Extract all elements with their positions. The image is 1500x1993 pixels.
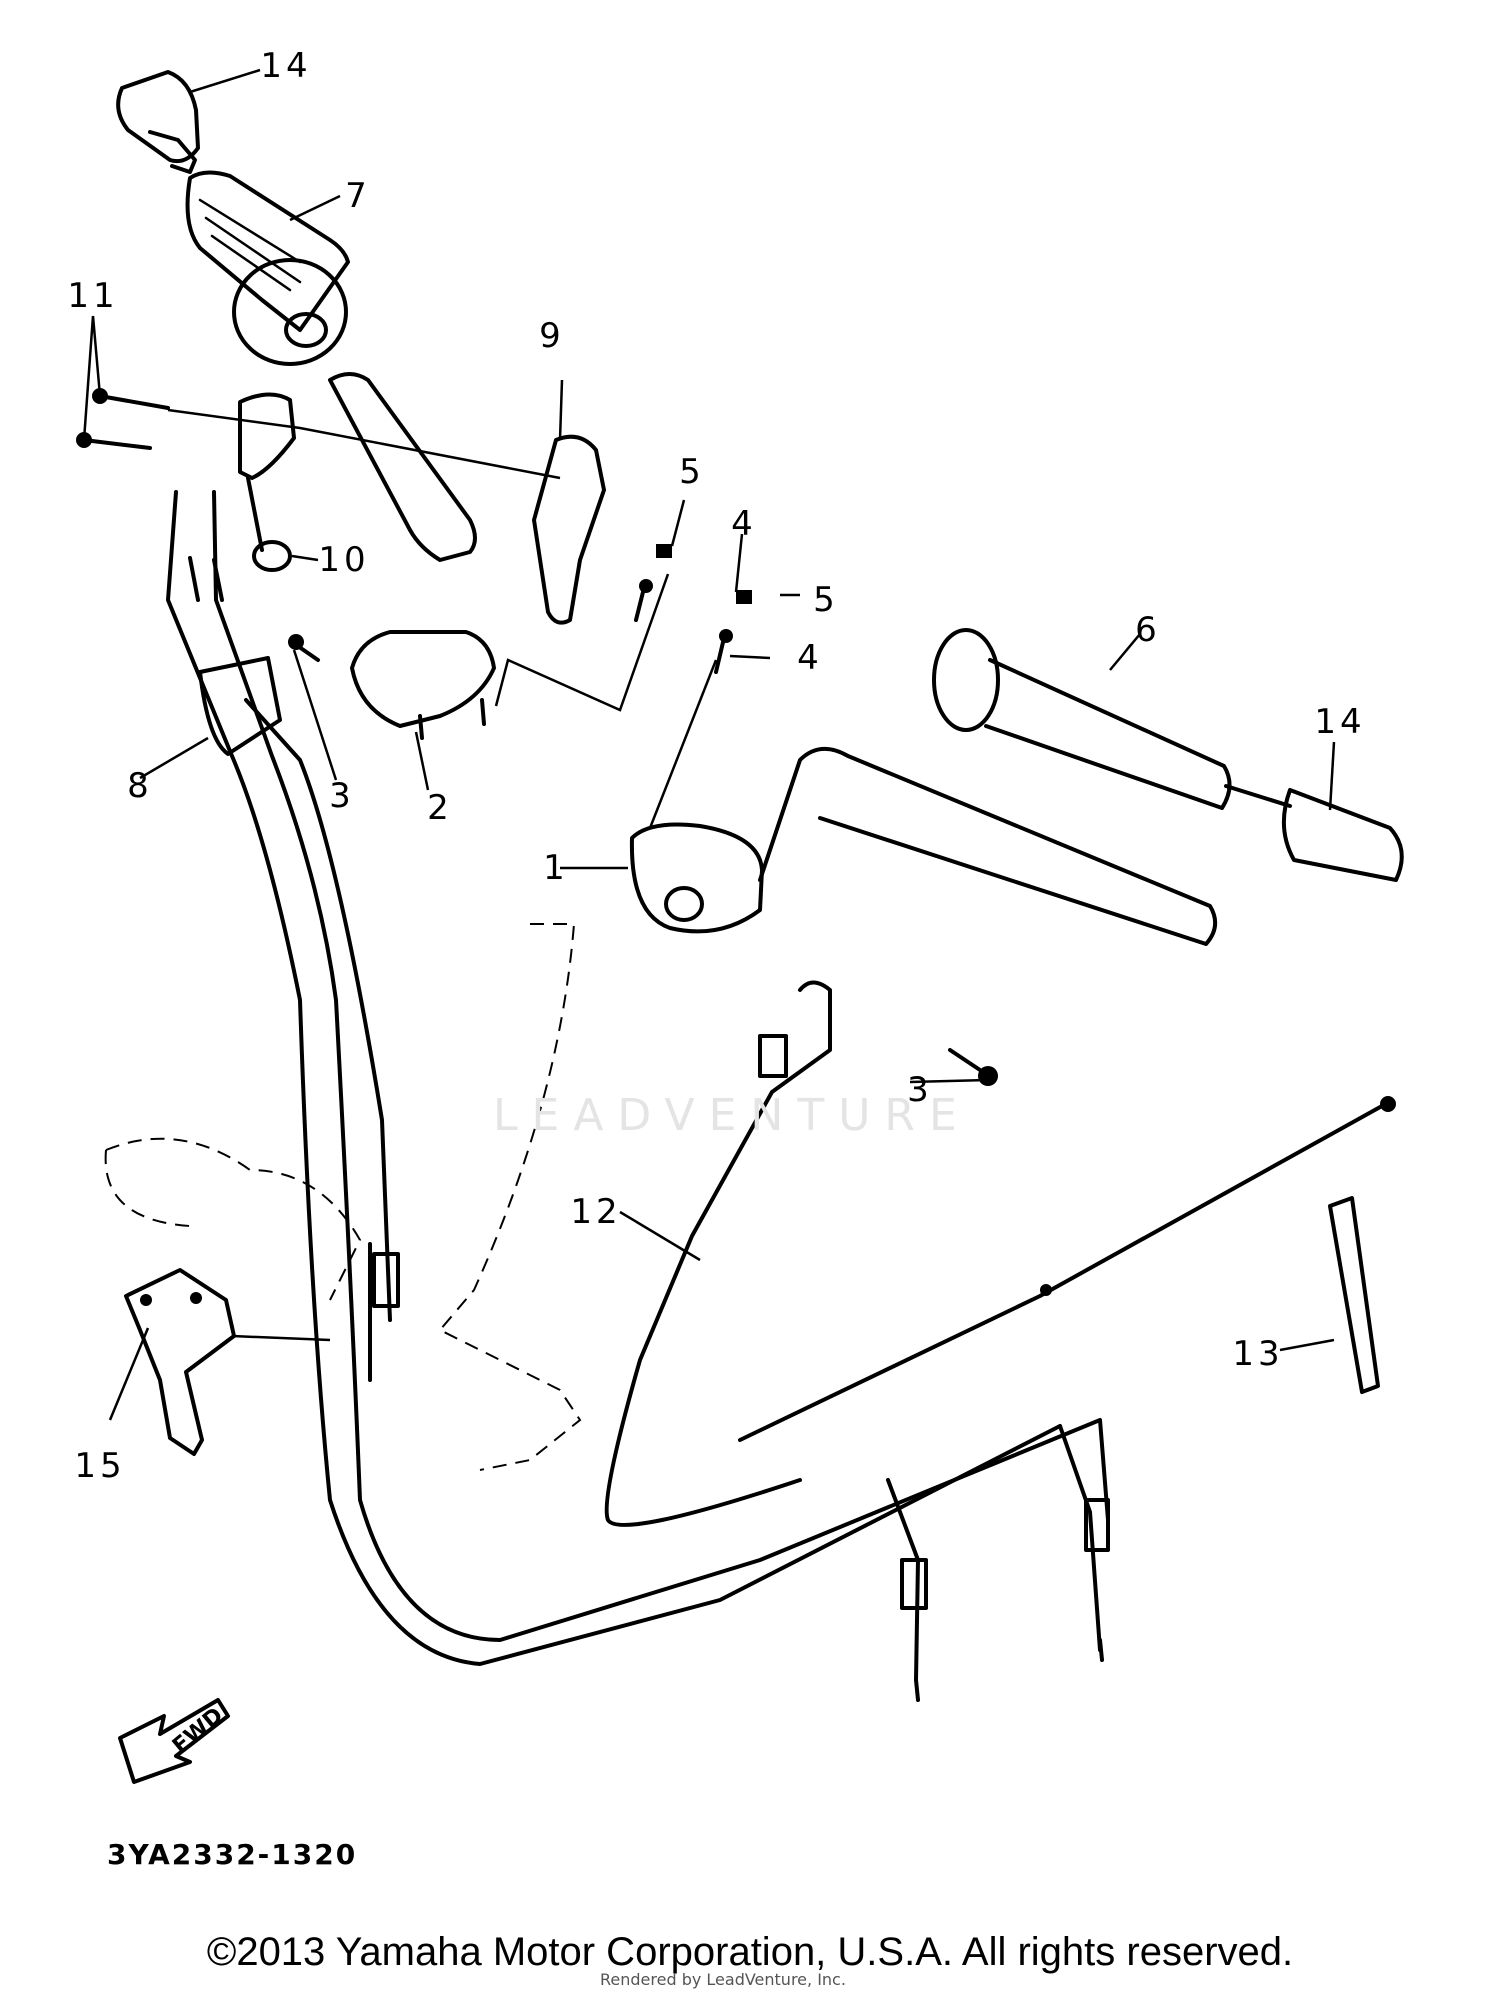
left-lever-holder: [328, 372, 496, 740]
callout-9: 9: [539, 316, 565, 356]
right-handlebar: [629, 747, 1218, 946]
cable-band: [1328, 1196, 1380, 1394]
callout-12: 12: [570, 1192, 622, 1232]
phantom-outline: [104, 923, 582, 1471]
callout-6: 6: [1135, 610, 1161, 650]
fwd-arrow-icon: [118, 1698, 230, 1784]
cable-bundle: [166, 490, 1110, 1702]
throttle-grip: [185, 170, 350, 366]
cable-guide-bracket: [124, 1268, 236, 1456]
callout-4-lower: 4: [797, 638, 823, 678]
callout-13: 13: [1232, 1334, 1284, 1374]
leader-lines: [82, 68, 1336, 1421]
callout-11: 11: [67, 276, 119, 316]
right-grip: [932, 628, 1404, 882]
choke-cable: [604, 980, 832, 1527]
callout-2: 2: [427, 788, 453, 828]
lever-9: [532, 434, 606, 625]
callout-14-upper: 14: [260, 46, 312, 86]
fasteners: [288, 544, 998, 1086]
throttle-cable-long: [738, 1096, 1396, 1442]
watermark-text: LEADVENTURE: [493, 1090, 971, 1141]
callout-15: 15: [74, 1446, 126, 1486]
copyright-notice: ©2013 Yamaha Motor Corporation, U.S.A. A…: [206, 1930, 1294, 1974]
callout-1: 1: [543, 848, 569, 888]
callout-3-right: 3: [907, 1070, 933, 1110]
callout-10: 10: [318, 540, 370, 580]
render-credit: Rendered by LeadVenture, Inc.: [600, 1970, 846, 1989]
bar-end-weight-upper: [116, 70, 200, 174]
drawing-number: 3YA2332-1320: [107, 1838, 358, 1871]
callout-4-upper: 4: [731, 504, 757, 544]
callout-14-lower: 14: [1314, 702, 1366, 742]
throttle-housing: [238, 392, 296, 572]
callout-8: 8: [127, 766, 153, 806]
callout-5-upper: 5: [679, 452, 705, 492]
callout-7: 7: [345, 176, 371, 216]
screws-11: [76, 388, 170, 450]
callout-3-left: 3: [329, 776, 355, 816]
callout-5-lower: 5: [813, 580, 839, 620]
